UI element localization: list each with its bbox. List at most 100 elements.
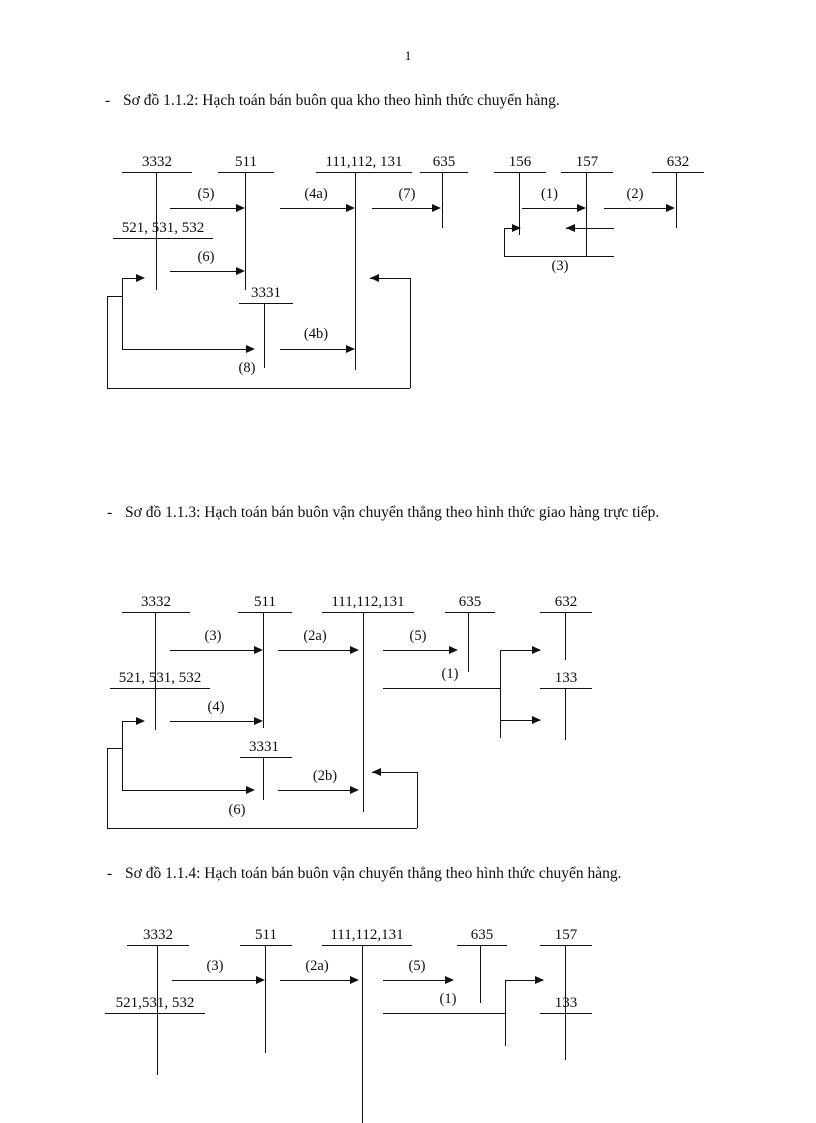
flow-label-6: (6) xyxy=(228,802,246,818)
account-label-3332: 3332 xyxy=(142,154,172,170)
flow-6-arrowhead-111 xyxy=(372,767,381,776)
account-bar-111-112-131 xyxy=(322,612,414,613)
account-bar-511 xyxy=(238,612,292,613)
account-stem-3332 xyxy=(156,172,157,290)
flow-label-2b: (2b) xyxy=(312,768,338,784)
account-label-511: 511 xyxy=(235,154,257,170)
account-stem-3332 xyxy=(155,612,156,730)
flow-arrow-5 xyxy=(383,650,449,651)
flow-3-arrowhead-156 xyxy=(512,223,521,232)
flow-1-splitter xyxy=(500,650,501,738)
page-number: 1 xyxy=(404,48,412,63)
flow-arrowhead-5 xyxy=(236,203,245,212)
account-bar-632 xyxy=(540,612,592,613)
heading-text: Sơ đồ 1.1.3: Hạch toán bán buôn vận chuy… xyxy=(125,504,660,521)
account-bar-111-112-131 xyxy=(322,945,412,946)
account-label-3332: 3332 xyxy=(143,927,173,943)
account-label-133: 133 xyxy=(554,995,578,1011)
account-bar-632 xyxy=(652,172,704,173)
flow-arrow-7 xyxy=(372,208,432,209)
account-label-511: 511 xyxy=(254,594,276,610)
flow-label-5: (5) xyxy=(197,186,215,202)
heading-text: Sơ đồ 1.1.2: Hạch toán bán buôn qua kho … xyxy=(123,92,560,109)
account-bar-635 xyxy=(457,945,507,946)
flow-3-arrowhead-157 xyxy=(566,223,575,232)
bullet-dash: - xyxy=(105,92,111,109)
flow-label-3: (3) xyxy=(551,258,569,274)
flow-arrowhead-5 xyxy=(445,975,454,984)
flow-8-into-521 xyxy=(122,278,140,279)
flow-arrowhead-2a xyxy=(350,645,359,654)
flow-label-1: (1) xyxy=(439,991,457,1007)
account-label-156: 156 xyxy=(508,154,532,170)
account-stem-511 xyxy=(265,945,266,1053)
account-label-157: 157 xyxy=(554,927,578,943)
account-bar-111-112-131 xyxy=(316,172,412,173)
account-label-635: 635 xyxy=(458,594,482,610)
flow-1-arrowhead-133 xyxy=(532,715,541,724)
flow-arrow-4 xyxy=(170,721,254,722)
account-label-521-531-532: 521, 531, 532 xyxy=(121,220,205,236)
account-label-521-531-532: 521,531, 532 xyxy=(115,995,195,1011)
flow-1-branch-up xyxy=(505,980,543,981)
flow-3-from-157 xyxy=(566,228,614,229)
account-stem-111-112-131 xyxy=(363,612,364,812)
flow-arrow-2b xyxy=(278,790,350,791)
flow-3-bottom xyxy=(504,256,614,257)
account-bar-3331 xyxy=(240,757,292,758)
heading-so-do-1-1-2: - Sơ đồ 1.1.2: Hạch toán bán buôn qua kh… xyxy=(105,88,743,114)
flow-arrowhead-1 xyxy=(577,203,586,212)
flow-label-4b: (4b) xyxy=(303,326,329,342)
flow-arrowhead-3 xyxy=(254,645,263,654)
account-stem-3331 xyxy=(263,757,264,800)
flow-6-into-3331 xyxy=(122,790,246,791)
flow-6-left-jog xyxy=(107,748,123,749)
account-bar-635 xyxy=(445,612,495,613)
flow-arrowhead-4b xyxy=(346,344,355,353)
flow-1-branch-up xyxy=(500,650,540,651)
flow-8-arrowhead-111 xyxy=(370,273,379,282)
account-stem-3332 xyxy=(157,945,158,1075)
account-label-3331: 3331 xyxy=(249,739,279,755)
flow-label-4: (4) xyxy=(207,699,225,715)
account-label-521-531-532: 521, 531, 532 xyxy=(118,670,202,686)
account-bar-521-531-532 xyxy=(105,1013,205,1014)
flow-6-arrowhead-521 xyxy=(136,716,145,725)
flow-8-arrowhead-521 xyxy=(136,273,145,282)
flow-label-2a: (2a) xyxy=(305,958,329,974)
account-bar-3332 xyxy=(122,612,190,613)
flow-1-splitter xyxy=(505,980,506,1046)
flow-arrow-4b xyxy=(280,349,346,350)
flow-arrow-3 xyxy=(170,650,254,651)
account-stem-632 xyxy=(565,612,566,660)
flow-arrow-4a xyxy=(280,208,346,209)
account-bar-3331 xyxy=(239,303,293,304)
flow-arrow-1 xyxy=(383,1013,505,1014)
heading-so-do-1-1-3: - Sơ đồ 1.1.3: Hạch toán bán buôn vận ch… xyxy=(107,500,745,526)
flow-label-1: (1) xyxy=(441,666,459,682)
account-bar-157 xyxy=(561,172,613,173)
flow-arrowhead-7 xyxy=(432,203,441,212)
flow-8-into-3331 xyxy=(122,349,246,350)
account-stem-111-112-131 xyxy=(362,945,363,1123)
heading-text: Sơ đồ 1.1.4: Hạch toán bán buôn vận chuy… xyxy=(125,865,622,882)
flow-8-bottom xyxy=(107,388,410,389)
flow-arrow-1 xyxy=(383,688,500,689)
account-stem-133 xyxy=(565,688,566,740)
account-bar-157 xyxy=(540,945,592,946)
account-stem-635 xyxy=(480,945,481,1003)
bullet-dash: - xyxy=(107,504,113,521)
flow-8-into-111 xyxy=(370,278,411,279)
flow-arrow-3 xyxy=(172,980,256,981)
flow-8-inner-riser xyxy=(122,278,123,349)
flow-arrowhead-2b xyxy=(350,785,359,794)
flow-label-8: (8) xyxy=(238,360,256,376)
account-stem-156 xyxy=(519,172,520,235)
account-bar-511 xyxy=(218,172,274,173)
account-label-632: 632 xyxy=(554,594,578,610)
account-stem-111-112-131 xyxy=(355,172,356,370)
flow-1-branch-down xyxy=(500,720,540,721)
account-bar-521-531-532 xyxy=(110,688,210,689)
account-stem-511 xyxy=(263,612,264,728)
flow-arrow-2a xyxy=(280,980,350,981)
